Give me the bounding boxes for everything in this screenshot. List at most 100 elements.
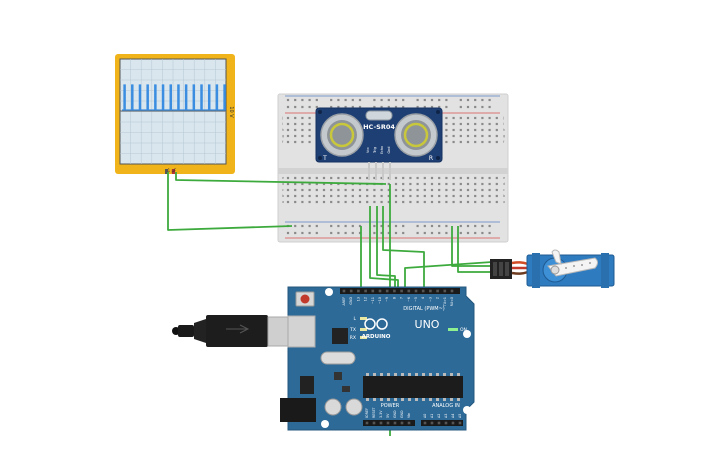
breadboard-hole[interactable] [294,116,297,120]
breadboard-hole[interactable] [445,122,448,126]
probe-terminal-positive[interactable] [172,169,175,174]
breadboard-hole[interactable] [488,122,491,126]
breadboard-hole[interactable] [423,231,426,235]
power-pin[interactable] [400,421,404,425]
breadboard-hole[interactable] [495,200,498,204]
breadboard-hole[interactable] [459,188,462,192]
breadboard-hole[interactable] [337,182,340,186]
breadboard-hole[interactable] [301,116,304,120]
wire-trig[interactable] [376,206,396,290]
breadboard-hole[interactable] [474,134,477,138]
breadboard-hole[interactable] [322,188,326,192]
breadboard-hole[interactable] [466,140,470,144]
breadboard-hole[interactable] [423,182,426,186]
breadboard-hole[interactable] [481,128,484,132]
breadboard-hole[interactable] [380,194,383,198]
analog-pin[interactable] [430,421,434,425]
breadboard-hole[interactable] [301,231,304,235]
breadboard-hole[interactable] [466,182,470,186]
wire-servo-signal[interactable] [404,261,493,290]
breadboard-hole[interactable] [315,231,318,235]
breadboard-hole[interactable] [308,122,311,126]
digital-pin[interactable] [400,289,403,293]
breadboard-hole[interactable] [301,224,304,228]
breadboard-hole[interactable] [380,200,383,204]
breadboard-hole[interactable] [294,194,297,198]
sensor-pin[interactable] [382,162,384,180]
breadboard-hole[interactable] [481,200,484,204]
breadboard-hole[interactable] [286,176,290,180]
breadboard-hole[interactable] [488,182,491,186]
breadboard-hole[interactable] [337,98,340,102]
breadboard-hole[interactable] [430,231,434,235]
breadboard-hole[interactable] [466,188,470,192]
breadboard-hole[interactable] [387,200,390,204]
analog-pin[interactable] [437,421,441,425]
breadboard-hole[interactable] [495,182,498,186]
breadboard-hole[interactable] [438,188,441,192]
digital-pin[interactable] [414,289,418,293]
breadboard-hole[interactable] [308,231,311,235]
breadboard-hole[interactable] [294,200,297,204]
breadboard-hole[interactable] [409,182,412,186]
breadboard-hole[interactable] [474,105,477,109]
breadboard-hole[interactable] [481,182,484,186]
breadboard-hole[interactable] [351,105,354,109]
breadboard-hole[interactable] [330,200,333,204]
breadboard-hole[interactable] [394,105,398,109]
breadboard-hole[interactable] [301,194,304,198]
breadboard-hole[interactable] [315,194,318,198]
breadboard-hole[interactable] [481,105,484,109]
breadboard-hole[interactable] [387,176,390,180]
breadboard-hole[interactable] [387,188,390,192]
wire-scope-negative[interactable] [167,172,293,231]
breadboard-hole[interactable] [409,188,412,192]
breadboard-hole[interactable] [445,128,448,132]
breadboard-hole[interactable] [445,200,448,204]
breadboard-hole[interactable] [337,188,340,192]
breadboard-hole[interactable] [394,194,398,198]
breadboard-hole[interactable] [402,98,405,102]
breadboard-hole[interactable] [438,200,441,204]
breadboard-hole[interactable] [459,224,462,228]
breadboard-hole[interactable] [394,231,398,235]
breadboard-hole[interactable] [380,188,383,192]
breadboard-hole[interactable] [366,194,369,198]
power-pin[interactable] [379,421,383,425]
breadboard-hole[interactable] [351,200,354,204]
breadboard-hole[interactable] [416,188,419,192]
breadboard-hole[interactable] [488,188,491,192]
breadboard-hole[interactable] [466,105,470,109]
breadboard-hole[interactable] [430,224,434,228]
breadboard-hole[interactable] [351,98,354,102]
breadboard-hole[interactable] [459,128,462,132]
breadboard-hole[interactable] [423,188,426,192]
breadboard-hole[interactable] [330,194,333,198]
breadboard-hole[interactable] [286,105,290,109]
breadboard-hole[interactable] [315,105,318,109]
breadboard-hole[interactable] [301,188,304,192]
breadboard-hole[interactable] [301,98,304,102]
breadboard-hole[interactable] [402,224,405,228]
breadboard-hole[interactable] [308,188,311,192]
breadboard-hole[interactable] [481,134,484,138]
digital-pin[interactable] [450,289,454,293]
breadboard-hole[interactable] [459,98,462,102]
breadboard-hole[interactable] [445,182,448,186]
breadboard-hole[interactable] [488,224,491,228]
breadboard-hole[interactable] [488,231,491,235]
breadboard-hole[interactable] [330,224,333,228]
breadboard-hole[interactable] [438,176,441,180]
breadboard-hole[interactable] [416,231,419,235]
breadboard-hole[interactable] [330,105,333,109]
breadboard-hole[interactable] [452,176,455,180]
breadboard-hole[interactable] [366,176,369,180]
breadboard-hole[interactable] [301,140,304,144]
breadboard-hole[interactable] [423,98,426,102]
power-jack[interactable] [280,398,316,422]
breadboard-hole[interactable] [380,98,383,102]
breadboard-hole[interactable] [488,98,491,102]
reset-button[interactable] [300,294,310,304]
breadboard-hole[interactable] [445,98,448,102]
breadboard-hole[interactable] [301,122,304,126]
